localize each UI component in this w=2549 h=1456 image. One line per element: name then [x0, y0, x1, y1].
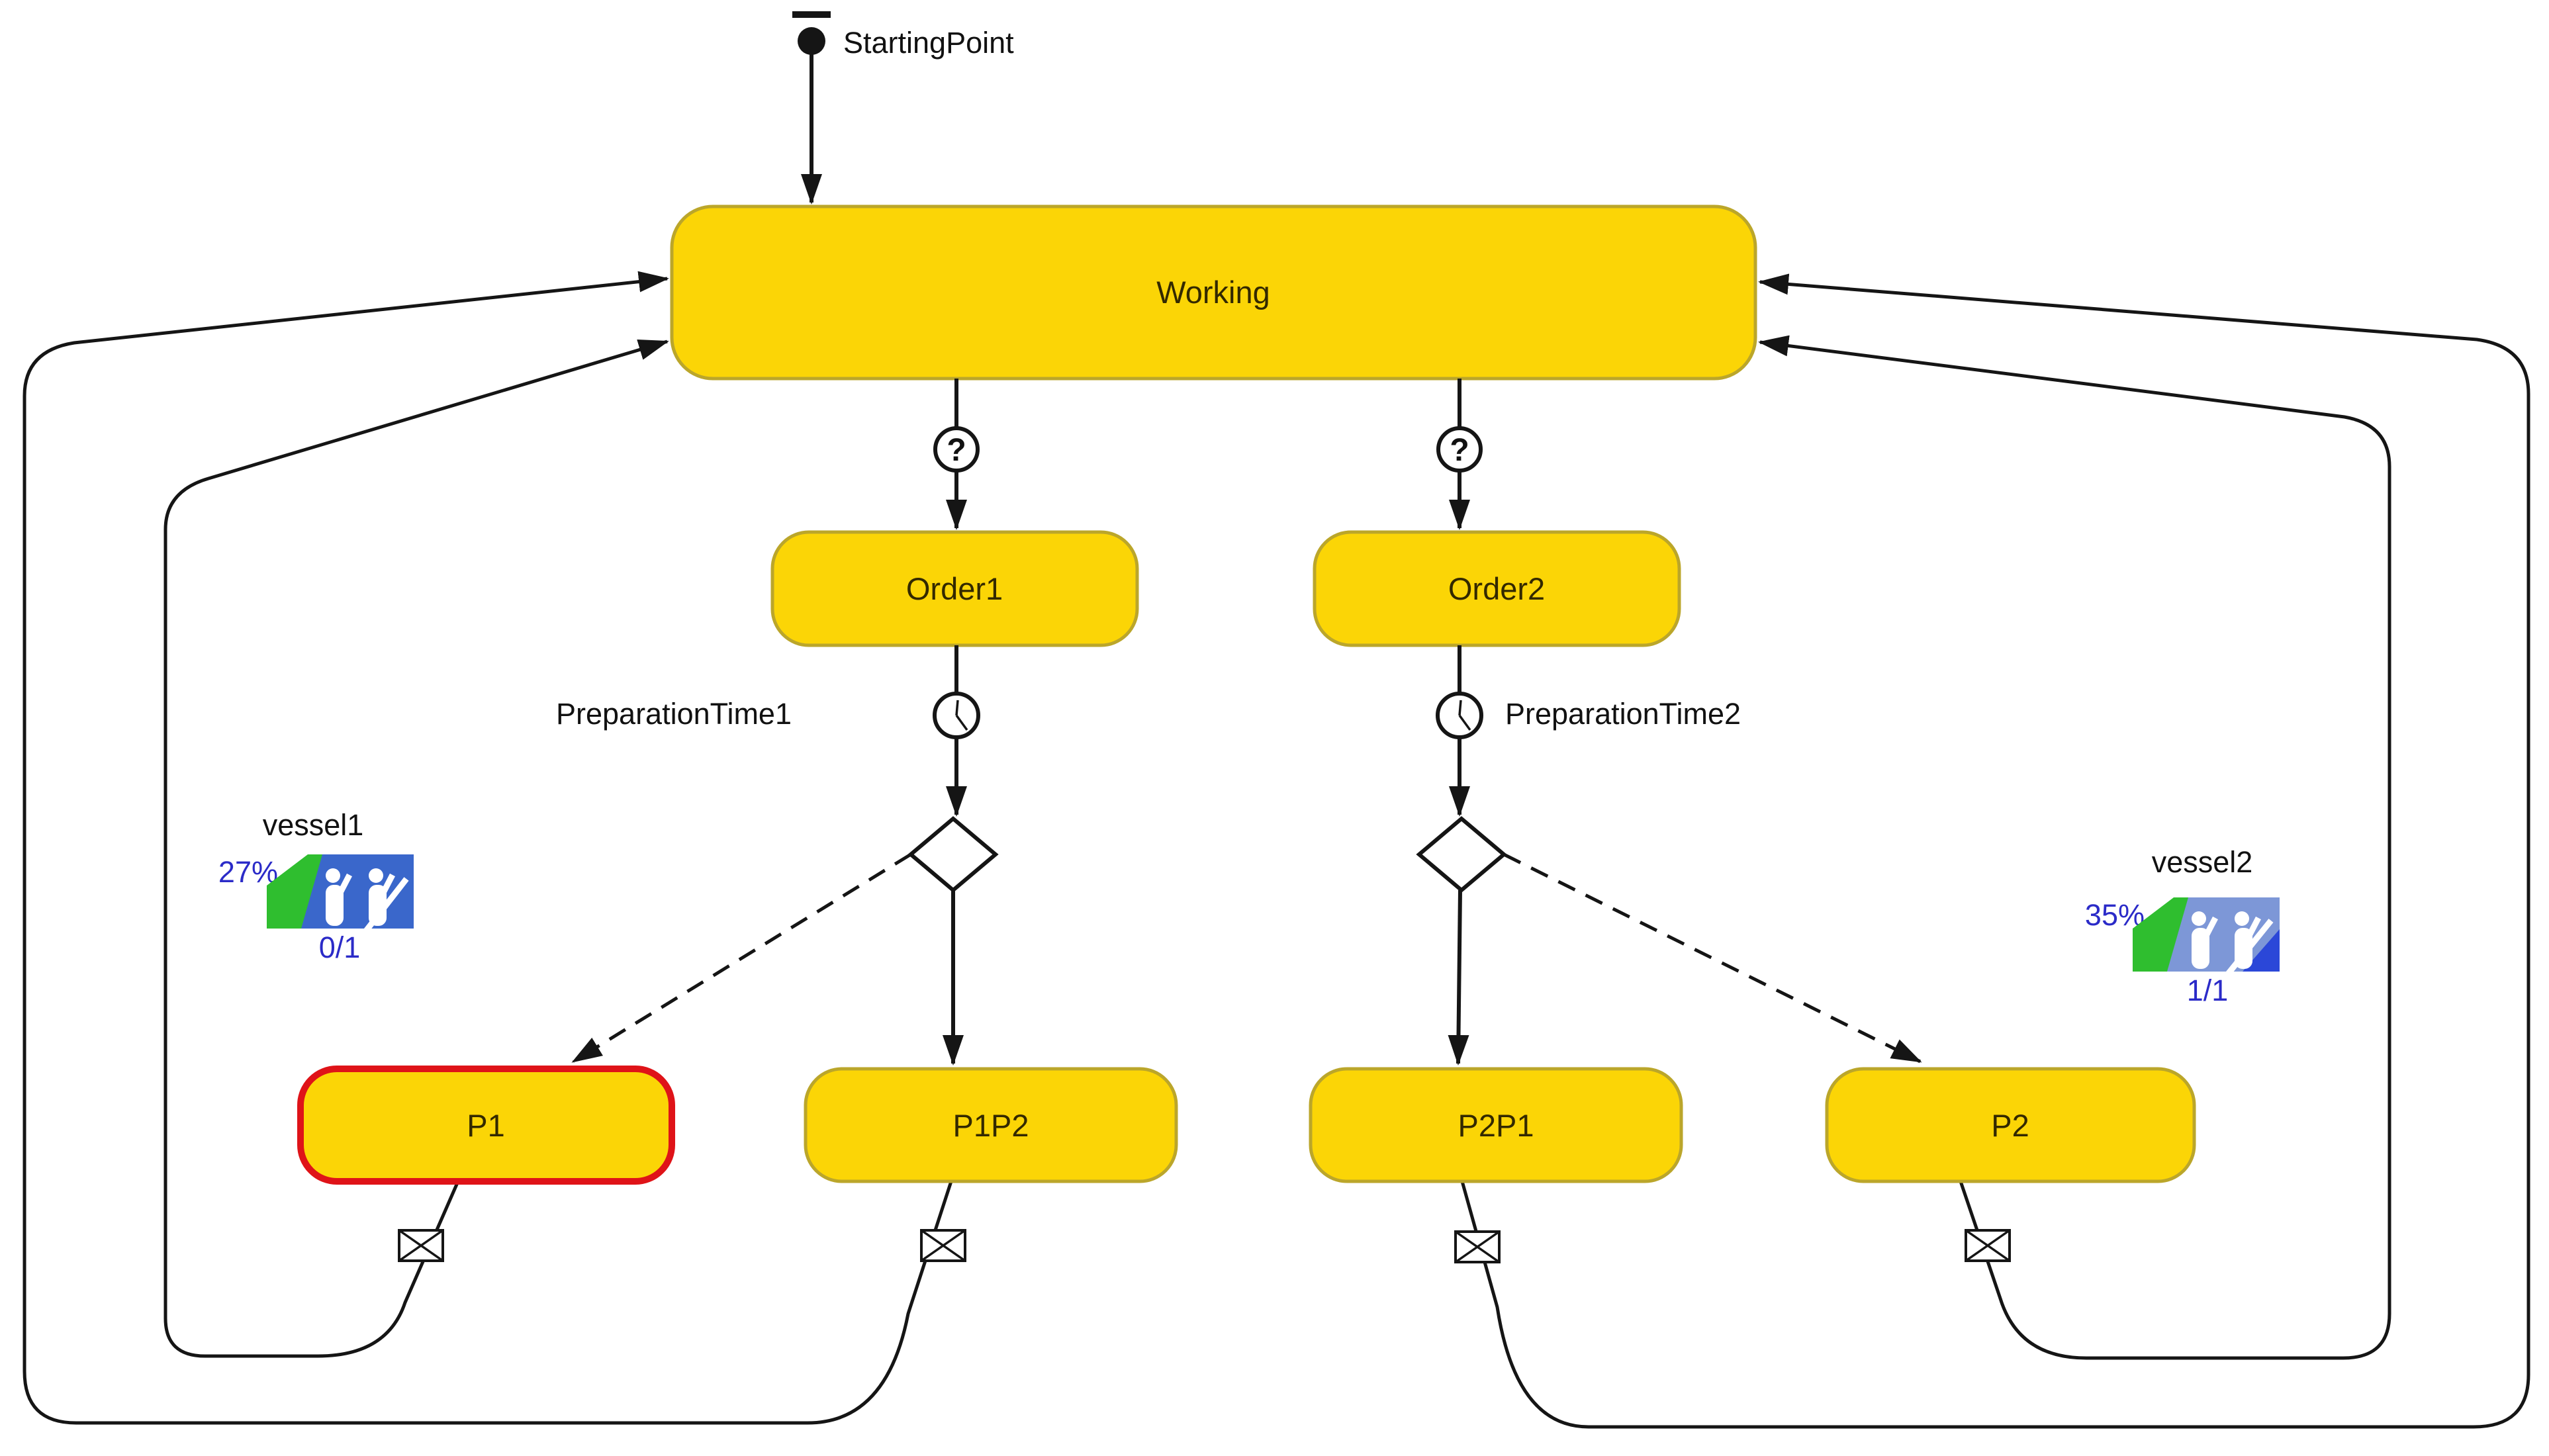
resource-utilization-icon[interactable]	[267, 854, 414, 934]
state-p1-label: P1	[467, 1108, 505, 1143]
message-envelope-icon[interactable]	[1965, 1229, 2011, 1262]
resource-vessel2[interactable]: vessel2 35% 1/1	[2085, 845, 2280, 1007]
state-working-label: Working	[1156, 275, 1270, 310]
person-icon	[2192, 911, 2218, 969]
transition-loop-p1-to-working[interactable]	[163, 339, 669, 1358]
transition-loop-p2p1-to-working[interactable]	[1460, 273, 2530, 1429]
clock-icon[interactable]	[933, 692, 980, 739]
clock-icon[interactable]	[1436, 692, 1483, 739]
message-envelope-icon[interactable]	[920, 1229, 966, 1262]
transition-choice2-p2p1[interactable]	[1448, 889, 1469, 1066]
person-icon	[326, 868, 352, 926]
state-order1-label: Order1	[906, 571, 1003, 606]
resource-utilization-icon[interactable]	[2133, 897, 2280, 978]
initial-state-label: StartingPoint	[843, 26, 1014, 60]
state-p1p2[interactable]	[804, 1067, 1178, 1183]
resource-vessel1-name: vessel1	[263, 808, 364, 842]
resource-vessel1-count: 0/1	[319, 931, 361, 964]
transition-loop-p2-to-working[interactable]	[1758, 335, 2391, 1360]
transition-choice2-p2-dashed[interactable]	[1503, 852, 1922, 1064]
state-p1p2-label: P1P2	[953, 1108, 1029, 1143]
state-working[interactable]	[670, 205, 1757, 381]
state-p2p1[interactable]	[1309, 1067, 1683, 1183]
transition-loop-p1p2-to-working[interactable]	[23, 271, 953, 1425]
question-icon[interactable]: ?	[1436, 426, 1483, 473]
state-p2-label: P2	[1991, 1108, 2029, 1143]
message-envelope-icon[interactable]	[398, 1229, 444, 1262]
state-p2[interactable]	[1825, 1067, 2196, 1183]
svg-text:?: ?	[1450, 433, 1469, 468]
person-icon	[369, 868, 395, 926]
state-order2[interactable]	[1313, 530, 1681, 647]
transition-preparationtime1-label: PreparationTime1	[556, 697, 792, 731]
question-icon[interactable]: ?	[933, 426, 980, 473]
resource-vessel1[interactable]: vessel1 27% 0/1	[218, 808, 414, 964]
message-envelope-icon[interactable]	[1454, 1230, 1501, 1263]
transition-preparationtime2-label: PreparationTime2	[1505, 697, 1741, 731]
transition-choice1-p1-dashed[interactable]	[571, 852, 912, 1064]
choice-diamond-1[interactable]	[907, 816, 999, 893]
person-icon	[2235, 911, 2261, 969]
resource-vessel2-name: vessel2	[2152, 845, 2253, 879]
initial-state-marker[interactable]	[792, 11, 831, 205]
resource-vessel2-count: 1/1	[2187, 974, 2229, 1007]
state-p1[interactable]	[297, 1066, 675, 1185]
state-p2p1-label: P2P1	[1458, 1108, 1534, 1143]
svg-text:?: ?	[947, 433, 966, 468]
state-order2-label: Order2	[1448, 571, 1545, 606]
choice-diamond-2[interactable]	[1416, 816, 1507, 893]
resource-vessel1-utilization: 27%	[218, 855, 278, 889]
resource-vessel2-utilization: 35%	[2085, 898, 2145, 932]
